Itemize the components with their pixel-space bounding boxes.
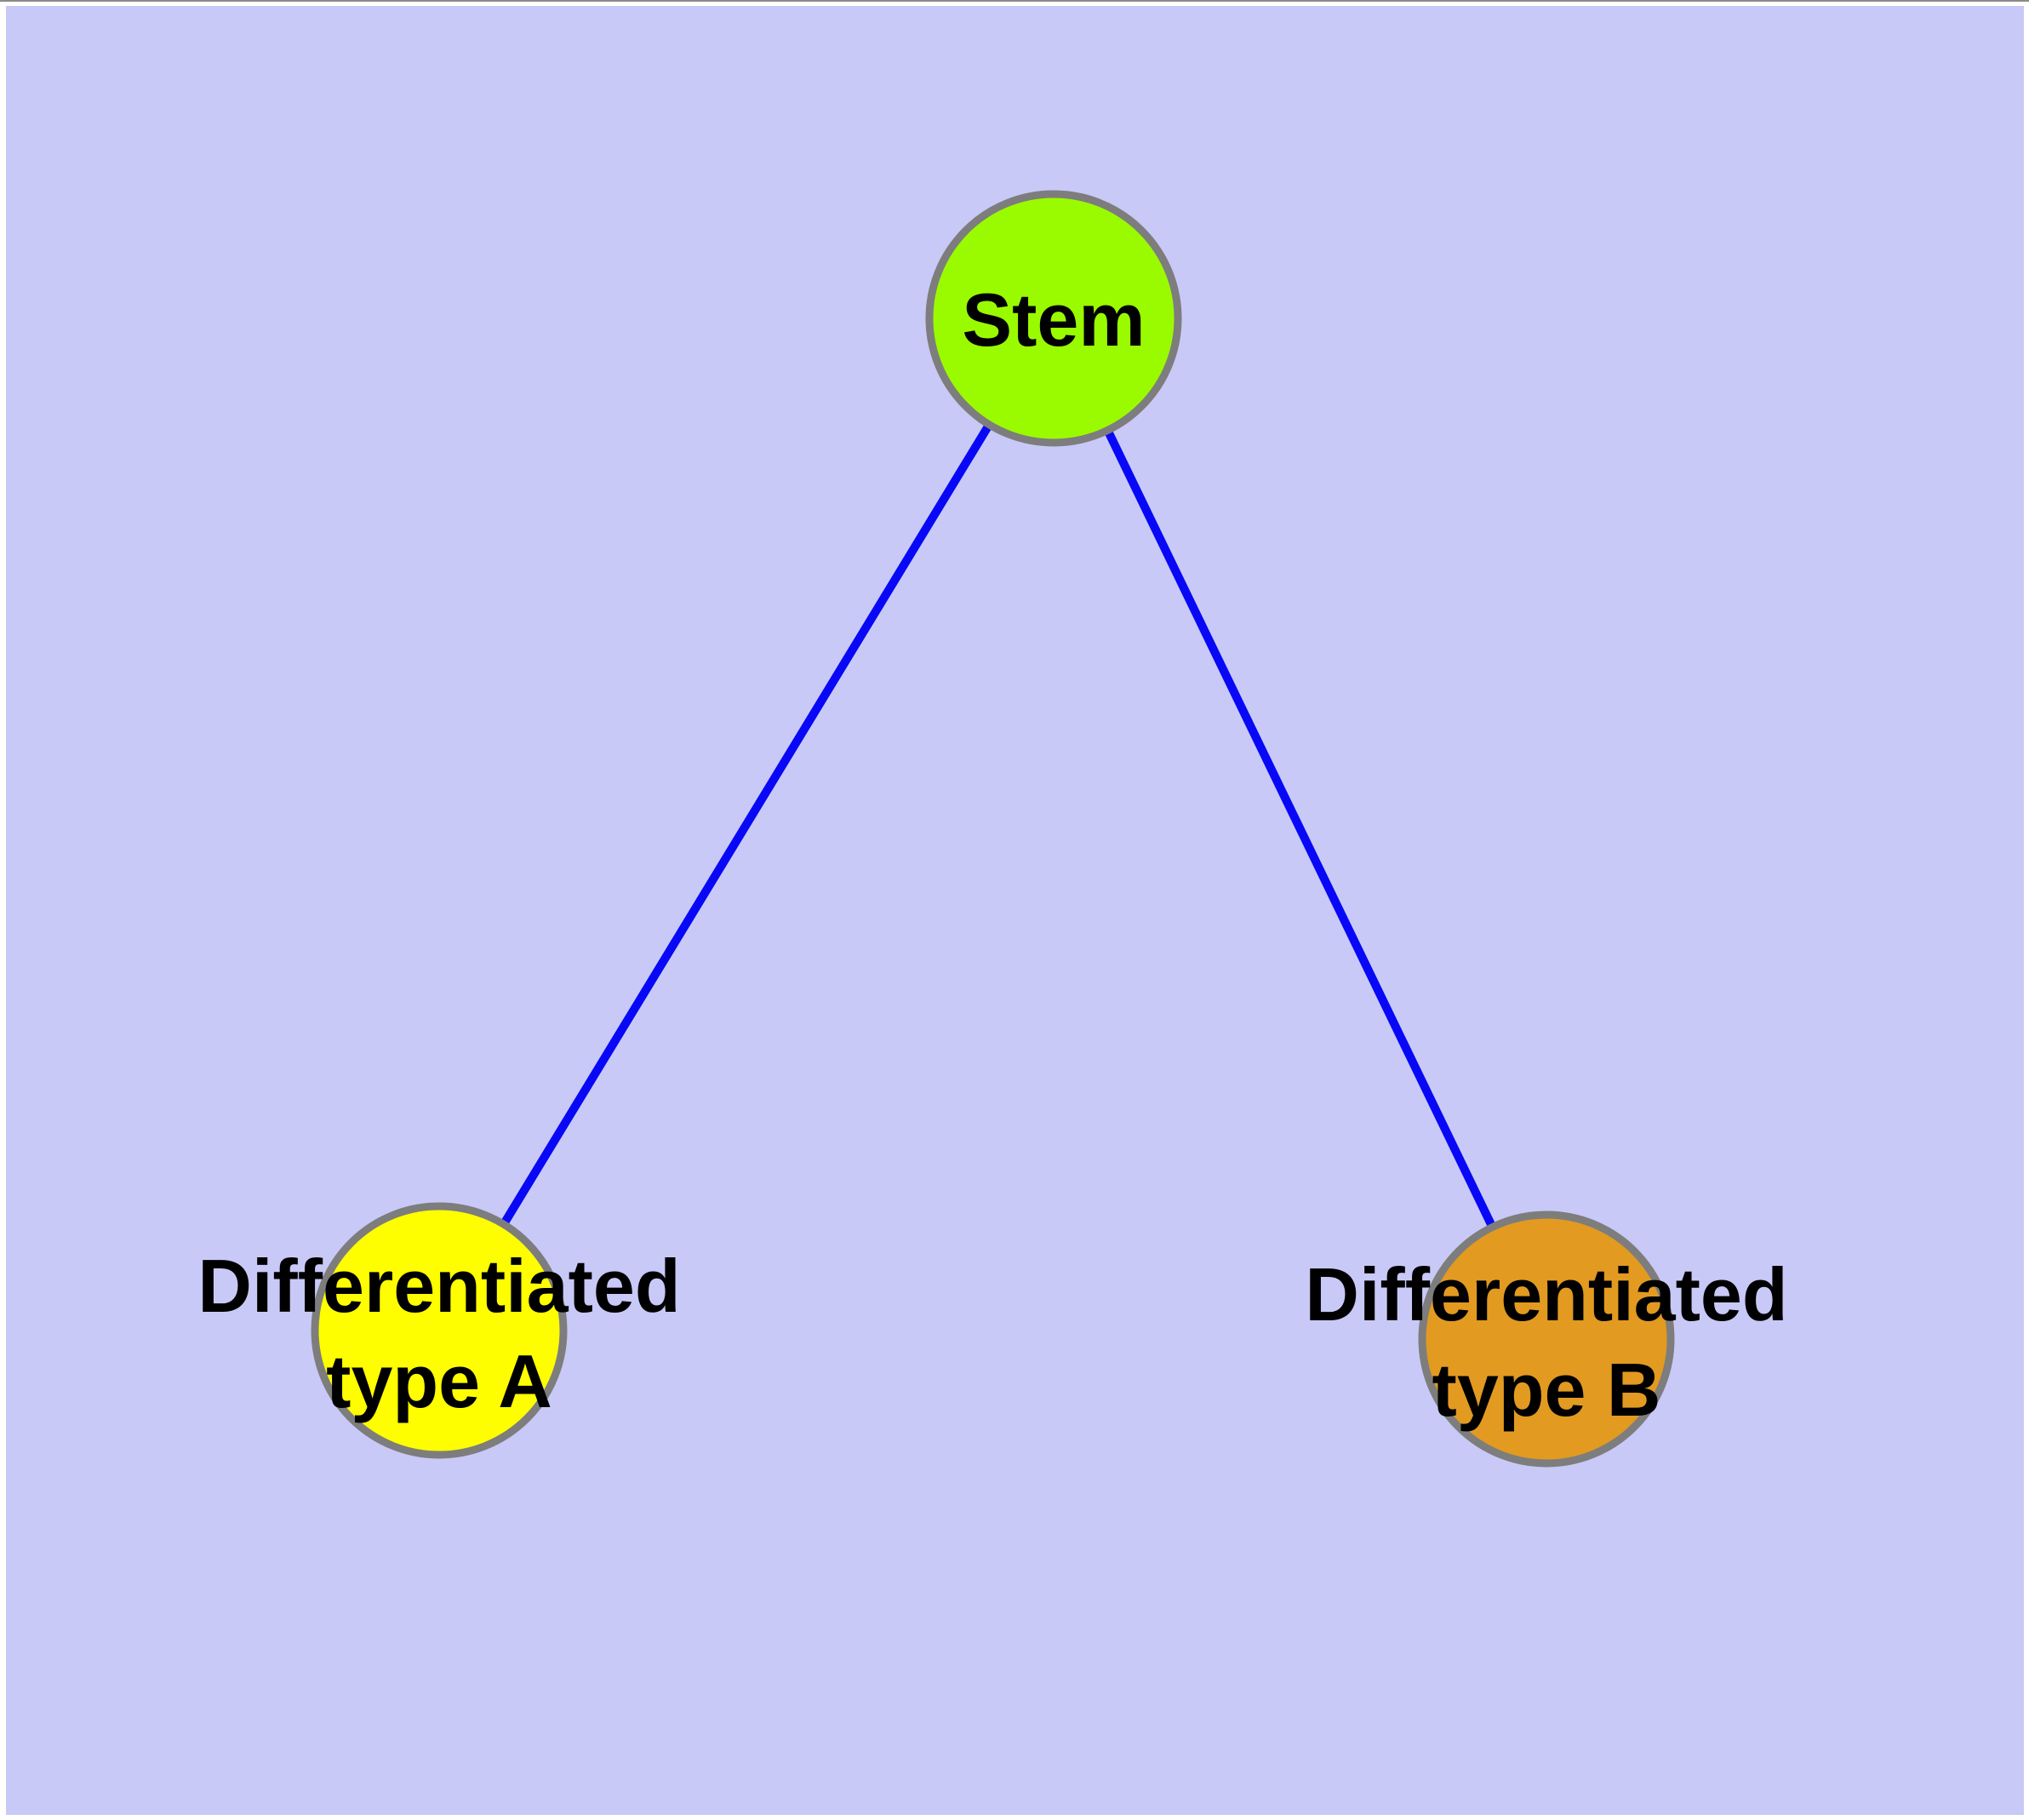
node-type-a-label-line-2: type A	[326, 1339, 552, 1423]
edge-stem-to-type-b	[1049, 316, 1551, 1342]
node-stem-label: Stem	[962, 272, 1145, 368]
node-type-b-label-line-2: type B	[1432, 1348, 1661, 1432]
node-type-a-circle	[311, 1202, 568, 1459]
node-stem-label-line: Stem	[962, 278, 1146, 362]
node-type-a-label-line-1: Differentiated	[197, 1244, 681, 1328]
node-stem-circle	[925, 190, 1182, 447]
node-type-a-label: Differentiated type A	[197, 1239, 680, 1429]
node-type-b-label: Differentiated type B	[1305, 1247, 1787, 1438]
top-edge-line	[0, 0, 2029, 2]
node-type-b-circle	[1418, 1210, 1675, 1468]
node-type-b-label-line-1: Differentiated	[1305, 1252, 1788, 1336]
edge-stem-to-type-a	[435, 316, 1058, 1333]
